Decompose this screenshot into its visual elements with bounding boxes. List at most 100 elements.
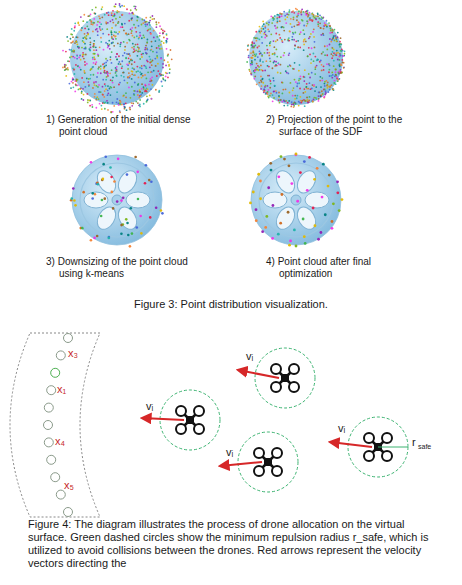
cloud-point [104, 14, 106, 16]
cloud-point [127, 76, 129, 78]
cloud-point [329, 32, 331, 34]
cloud-point [110, 111, 112, 113]
cloud-point [84, 71, 86, 73]
cloud-point [160, 209, 163, 212]
cloud-point [147, 88, 149, 90]
cloud-point [78, 57, 80, 59]
cloud-point [80, 16, 82, 18]
cloud-point [84, 61, 86, 63]
cloud-point [166, 38, 168, 40]
cloud-point [326, 26, 328, 28]
drone-body [281, 374, 289, 382]
cloud-point [329, 25, 331, 27]
velocity-arrow [238, 370, 279, 378]
cloud-point [139, 95, 141, 97]
cloud-point [72, 50, 74, 52]
sdf-hub [291, 195, 301, 205]
cloud-point [153, 37, 155, 39]
cloud-point [265, 215, 268, 218]
cloud-point [143, 103, 145, 105]
cloud-point [272, 17, 274, 19]
cloud-point [328, 22, 330, 24]
cloud-point [279, 102, 281, 104]
cloud-point [106, 100, 108, 102]
cloud-point [104, 83, 106, 85]
cloud-point [272, 67, 274, 69]
cloud-point [81, 47, 83, 49]
cloud-point [298, 70, 300, 72]
cloud-point [256, 40, 258, 42]
cloud-point [270, 16, 272, 18]
drone-rotor [176, 406, 186, 416]
cloud-point [137, 94, 139, 96]
cloud-point [124, 79, 126, 81]
cloud-point [128, 87, 130, 89]
cloud-point [155, 26, 157, 28]
cloud-point [125, 92, 127, 94]
cloud-point [87, 34, 89, 36]
cloud-point [142, 75, 144, 77]
cloud-point [111, 80, 113, 82]
cloud-point [113, 45, 115, 47]
cloud-point [259, 32, 261, 34]
cloud-point [88, 78, 90, 80]
cloud-point [279, 16, 281, 18]
cloud-point [268, 21, 270, 23]
cloud-point [154, 58, 156, 60]
cloud-point [119, 6, 121, 8]
cloud-point [325, 80, 327, 82]
cloud-point [308, 156, 311, 159]
cloud-point [268, 89, 270, 91]
cloud-point [100, 91, 102, 93]
cloud-point [108, 34, 110, 36]
cloud-point [159, 35, 161, 37]
cloud-point [139, 32, 141, 34]
cloud-point [272, 204, 275, 207]
cloud-point [322, 17, 324, 19]
cloud-point [262, 20, 264, 22]
cloud-point [159, 48, 161, 50]
cloud-point [97, 21, 99, 23]
cloud-point [295, 245, 298, 248]
cloud-point [138, 38, 140, 40]
cloud-point [163, 42, 165, 44]
cloud-point [252, 45, 254, 47]
cloud-point [155, 65, 157, 67]
cloud-point [314, 68, 316, 70]
cloud-point [298, 82, 300, 84]
cloud-point [307, 55, 309, 57]
cloud-point [269, 60, 271, 62]
cloud-point [97, 68, 99, 70]
cloud-point [334, 29, 336, 31]
cloud-point [155, 206, 158, 209]
cloud-point [85, 54, 87, 56]
cloud-point [62, 50, 64, 52]
cloud-point [276, 39, 278, 41]
sdf-hole [273, 167, 299, 196]
cloud-point [300, 10, 302, 12]
cloud-point [170, 49, 172, 51]
cloud-point [125, 57, 127, 59]
cloud-point [107, 89, 109, 91]
cloud-point [312, 100, 314, 102]
cloud-point [329, 25, 331, 27]
cloud-point [274, 65, 276, 67]
cloud-point [143, 65, 145, 67]
cloud-point [139, 34, 141, 36]
cloud-point [110, 59, 112, 61]
cloud-point [318, 100, 320, 102]
cloud-point [264, 69, 266, 71]
cloud-point [91, 104, 93, 106]
cloud-point [316, 59, 318, 61]
cloud-point [75, 64, 77, 66]
cloud-point [160, 75, 162, 77]
cloud-point [281, 101, 283, 103]
cloud-point [270, 169, 273, 172]
cloud-point [268, 30, 270, 32]
cloud-point [255, 55, 257, 57]
cloud-point [131, 12, 133, 14]
cloud-point [338, 78, 340, 80]
cloud-point [112, 82, 114, 84]
cloud-point [273, 80, 275, 82]
cloud-point [142, 22, 144, 24]
